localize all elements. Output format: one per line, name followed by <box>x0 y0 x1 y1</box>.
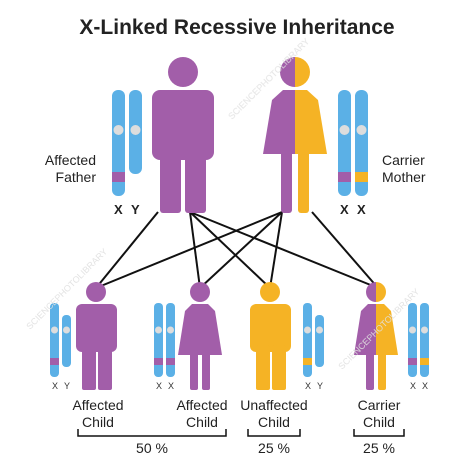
child1-label-line1: Affected <box>72 397 124 413</box>
line-mother-child2 <box>199 211 283 289</box>
child2-figure <box>178 282 222 390</box>
child2-label: Affected Child <box>162 397 242 431</box>
bracket-affected <box>77 429 227 437</box>
child1-figure <box>76 282 117 390</box>
child3-chromosomes <box>303 303 324 377</box>
child2-label-line2: Child <box>186 414 218 430</box>
child3-label-line2: Child <box>258 414 290 430</box>
child4-chromosome-x1: X <box>410 381 417 391</box>
mother-label-line2: Mother <box>382 169 426 185</box>
child3-figure <box>250 282 291 390</box>
brackets <box>77 429 405 437</box>
bracket-unaffected <box>247 429 301 437</box>
percentage-unaffected: 25 % <box>258 440 290 456</box>
line-father-child1 <box>95 211 159 289</box>
inheritance-lines <box>95 211 379 289</box>
child4-label-line2: Child <box>363 414 395 430</box>
bracket-carrier <box>353 429 405 437</box>
father-chromosome-x: X <box>114 202 123 217</box>
percentage-carrier: 25 % <box>363 440 395 456</box>
child3-label-line1: Unaffected <box>240 397 308 413</box>
child4-chromosome-x2: X <box>422 381 429 391</box>
mother-label-line1: Carrier <box>382 152 425 168</box>
percentage-affected: 50 % <box>136 440 168 456</box>
child1-chromosome-y: Y <box>64 381 71 391</box>
line-father-child3 <box>189 211 271 289</box>
child3-chromosome-x: X <box>305 381 312 391</box>
child4-label-line1: Carrier <box>357 397 401 413</box>
line-mother-child3 <box>269 211 283 289</box>
father-chromosome-y: Y <box>131 202 140 217</box>
child2-chromosomes <box>154 303 175 377</box>
line-mother-child1 <box>95 211 283 289</box>
child1-chromosome-x: X <box>52 381 59 391</box>
father-label-line2: Father <box>55 169 96 185</box>
father-label-line1: Affected <box>44 152 96 168</box>
diagram-title: X-Linked Recessive Inheritance <box>79 16 395 39</box>
child4-figure <box>354 282 398 390</box>
child4-label: Carrier Child <box>339 397 419 431</box>
child3-chromosome-y: Y <box>317 381 324 391</box>
child2-chromosome-x1: X <box>156 381 163 391</box>
father-figure <box>152 57 214 213</box>
child2-chromosome-x2: X <box>168 381 175 391</box>
child3-label: Unaffected Child <box>234 397 314 431</box>
line-father-child4 <box>189 211 379 289</box>
child1-label: Affected Child <box>58 397 138 431</box>
line-mother-child4 <box>311 211 379 289</box>
child2-label-line1: Affected <box>176 397 228 413</box>
mother-label: Carrier Mother <box>382 152 452 186</box>
father-chromosomes <box>112 90 142 196</box>
line-father-child2 <box>189 211 201 289</box>
mother-chromosome-x2: X <box>357 202 366 217</box>
mother-chromosomes <box>338 90 368 196</box>
father-label: Affected Father <box>30 152 96 186</box>
child1-chromosomes <box>50 303 71 377</box>
mother-chromosome-x1: X <box>340 202 349 217</box>
mother-figure <box>263 57 327 213</box>
child1-label-line2: Child <box>82 414 114 430</box>
child4-chromosomes <box>408 303 429 377</box>
